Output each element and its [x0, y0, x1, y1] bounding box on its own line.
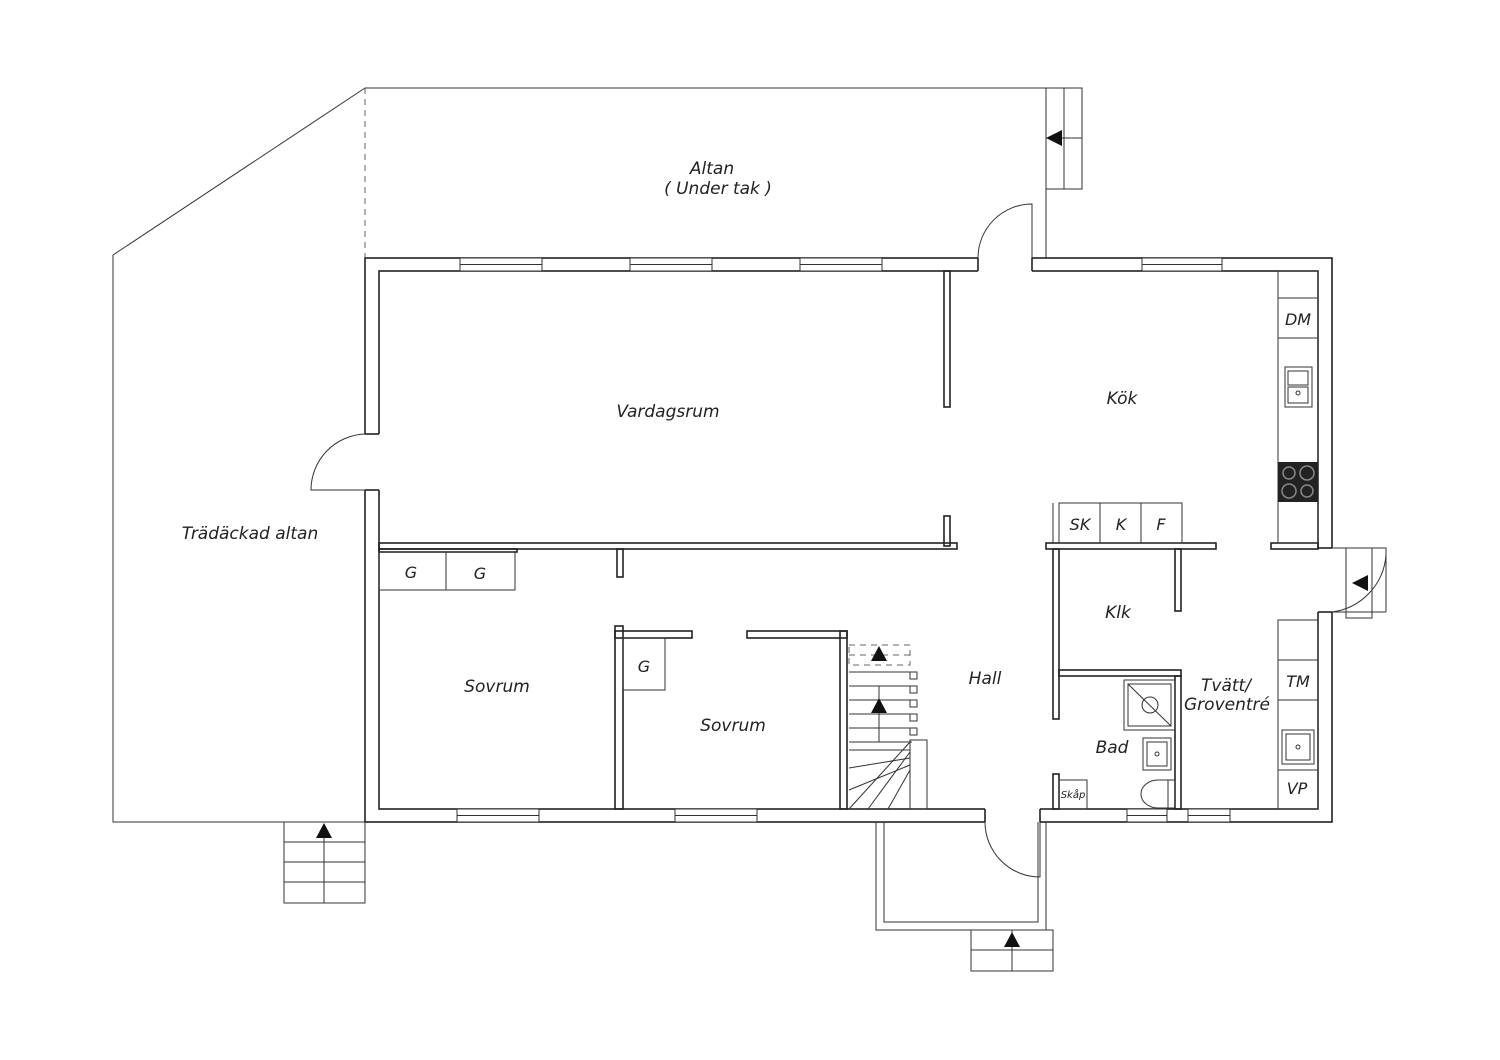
room-label-sovrum-2: Sovrum [700, 716, 766, 736]
sink-icon [1284, 366, 1313, 408]
deck-outline [112, 87, 366, 823]
sink-icon [1281, 729, 1315, 765]
stair-arrow-icon [871, 698, 887, 713]
room-label-altan-note: ( Under tak ) [664, 179, 772, 199]
kitchen-appliances [1052, 502, 1183, 544]
windows-bottom [456, 808, 1231, 823]
fixture-label-g-3: G [638, 657, 650, 676]
fixture-label-g-2: G [474, 564, 486, 583]
fixture-label-skap: Skåp [1061, 788, 1086, 801]
room-label-klk: Klk [1105, 603, 1132, 623]
closets [378, 551, 666, 691]
door-jambs [365, 258, 1332, 822]
interior-walls [378, 270, 1319, 810]
room-label-kok: Kök [1107, 389, 1139, 409]
stair-arrow-icon [871, 646, 887, 661]
porch-steps [1045, 87, 1083, 190]
room-label-groventre: Groventré [1184, 695, 1270, 715]
fixture-label-sk: SK [1070, 515, 1092, 534]
fixture-label-g-1: G [405, 563, 417, 582]
stair-arrow-icon [316, 823, 332, 838]
exterior-walls [364, 257, 1333, 823]
side-entry-steps [1345, 547, 1373, 619]
stove-icon [1278, 462, 1318, 502]
windows-top [459, 257, 1223, 272]
room-label-tvatt: Tvätt/ [1201, 676, 1253, 696]
room-label-sovrum-1: Sovrum [464, 677, 530, 697]
toilet-icon [1140, 779, 1176, 809]
door-arrow-icon [1352, 575, 1368, 591]
deck-steps [283, 821, 366, 904]
room-label-tradackad-altan: Trädäckad altan [182, 524, 318, 544]
shower-icon [1123, 679, 1176, 731]
fixture-label-k: K [1116, 515, 1128, 534]
room-label-vardagsrum: Vardagsrum [616, 402, 719, 422]
laundry-counter [1277, 619, 1319, 810]
staircase [848, 644, 928, 810]
fixture-label-vp: VP [1287, 779, 1308, 798]
stair-arrow-icon [1004, 932, 1020, 947]
front-porch [875, 822, 1054, 972]
fixture-label-dm: DM [1285, 310, 1311, 329]
room-label-altan: Altan [689, 159, 734, 179]
sink-icon [1142, 737, 1172, 771]
room-label-hall: Hall [969, 669, 1002, 689]
fixture-label-tm: TM [1286, 672, 1310, 691]
bathroom-fixtures [1058, 679, 1176, 810]
fixture-label-f: F [1156, 515, 1166, 534]
door-swings [310, 203, 1387, 878]
room-label-bad: Bad [1096, 738, 1129, 758]
kitchen-counter [1277, 270, 1319, 544]
stair-arrow-icon [1046, 130, 1062, 146]
